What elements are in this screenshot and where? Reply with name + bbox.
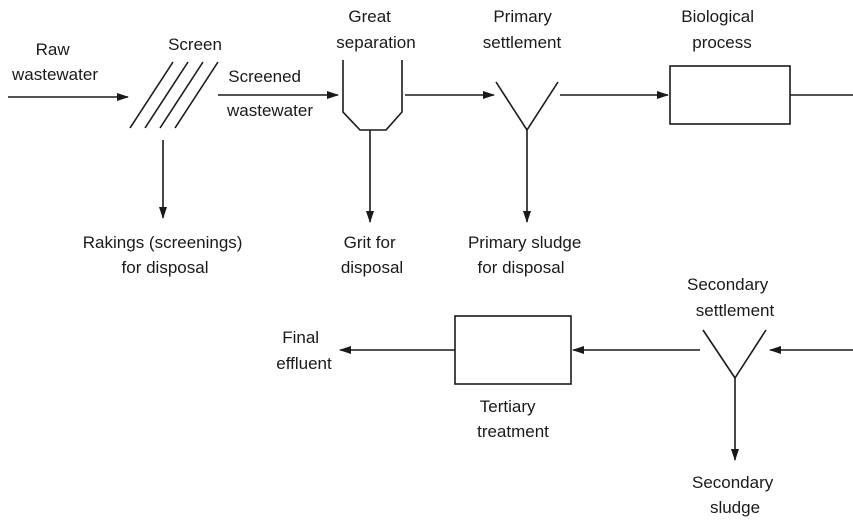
grit-disposal-label: Grit for disposal	[341, 233, 403, 277]
screen-label: Screen	[168, 35, 222, 54]
biological-process-box	[669, 65, 791, 125]
primary-settlement-symbol	[495, 81, 559, 131]
tertiary-treatment-label: Tertiary treatment	[477, 397, 549, 441]
screened-wastewater-label: Screened wastewater	[226, 67, 313, 120]
secondary-settlement-symbol	[702, 329, 767, 379]
secondary-sludge-label: Secondary sludge	[692, 473, 778, 517]
grit-chamber-symbol	[342, 60, 403, 131]
primary-sludge-label: Primary sludge for disposal	[468, 233, 586, 277]
rakings-label: Rakings (screenings) for disposal	[83, 233, 247, 277]
biological-process-label: Biological process	[681, 7, 759, 52]
primary-settlement-label: Primary settlement	[483, 7, 562, 52]
final-effluent-label: Final effluent	[276, 328, 332, 373]
secondary-settlement-label: Secondary settlement	[687, 275, 774, 320]
screen-symbol	[129, 61, 219, 129]
tertiary-treatment-box	[454, 315, 572, 385]
raw-wastewater-label: Raw wastewater	[11, 40, 98, 84]
grit-separation-label: Great separation	[336, 7, 415, 52]
